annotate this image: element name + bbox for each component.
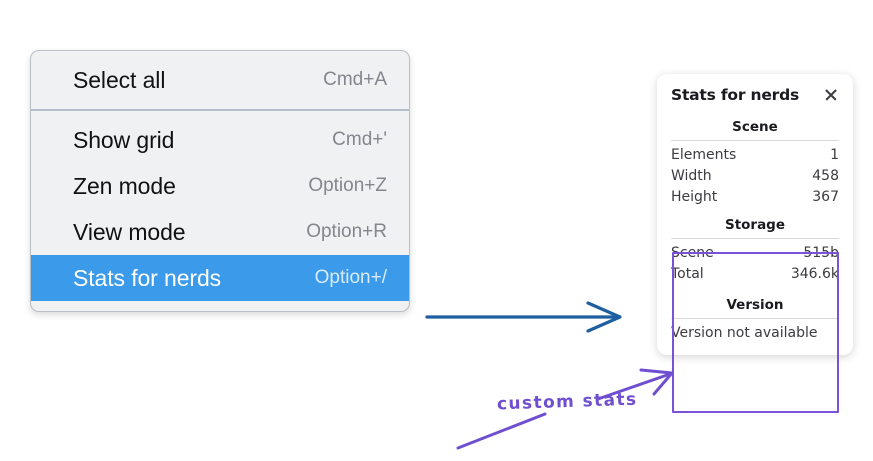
stat-label: Scene <box>671 244 714 261</box>
stat-row: Scene 515b <box>671 242 839 263</box>
menu-item-label: View mode <box>73 218 186 245</box>
menu-item-shortcut: Option+Z <box>308 175 387 196</box>
stat-label: Total <box>671 265 704 282</box>
close-icon[interactable] <box>823 87 839 103</box>
custom-stats-annotation-label: custom stats <box>496 389 638 415</box>
section-divider <box>671 238 839 239</box>
menu-item-label: Show grid <box>73 126 175 153</box>
menu-item-select-all[interactable]: Select all Cmd+A <box>31 57 409 103</box>
stat-value: 515b <box>803 244 839 261</box>
stat-row: Height 367 <box>671 186 839 207</box>
stat-row: Elements 1 <box>671 144 839 165</box>
stat-row: Width 458 <box>671 165 839 186</box>
section-scene: Scene Elements 1 Width 458 Height 367 <box>671 118 839 207</box>
menu-group-2: Show grid Cmd+' Zen mode Option+Z View m… <box>31 111 409 311</box>
stat-value: 367 <box>812 188 839 205</box>
menu-item-zen-mode[interactable]: Zen mode Option+Z <box>31 163 409 209</box>
stat-row: Total 346.6k <box>671 263 839 284</box>
menu-item-show-grid[interactable]: Show grid Cmd+' <box>31 117 409 163</box>
section-heading: Storage <box>724 217 786 233</box>
stat-label: Height <box>671 188 718 205</box>
menu-item-stats-for-nerds[interactable]: Stats for nerds Option+/ <box>31 255 409 301</box>
stat-label: Width <box>671 167 712 184</box>
menu-group-1: Select all Cmd+A <box>31 51 409 109</box>
menu-item-shortcut: Option+R <box>306 221 387 242</box>
panel-title: Stats for nerds <box>671 86 800 104</box>
stat-label: Elements <box>671 146 737 163</box>
menu-item-shortcut: Cmd+' <box>332 129 387 150</box>
arrow-right-icon <box>425 301 622 333</box>
section-storage: Storage Scene 515b Total 346.6k <box>671 216 839 284</box>
stat-value: 1 <box>830 146 839 163</box>
section-divider <box>671 140 839 141</box>
context-menu[interactable]: Select all Cmd+A Show grid Cmd+' Zen mod… <box>30 50 410 312</box>
section-version: Version Version not available <box>671 296 839 341</box>
menu-item-label: Zen mode <box>73 172 176 199</box>
menu-item-shortcut: Option+/ <box>314 267 387 288</box>
menu-separator <box>31 109 409 111</box>
menu-item-label: Select all <box>73 66 166 93</box>
version-note: Version not available <box>671 325 818 341</box>
underline-stroke <box>456 412 547 450</box>
section-divider <box>671 318 839 319</box>
stat-value: 346.6k <box>790 265 839 282</box>
stat-value: 458 <box>812 167 839 184</box>
stats-for-nerds-panel: Stats for nerds Scene Elements 1 Width 4… <box>657 74 853 355</box>
menu-item-label: Stats for nerds <box>73 264 222 291</box>
menu-item-shortcut: Cmd+A <box>323 69 387 90</box>
section-heading: Version <box>726 297 784 313</box>
panel-header: Stats for nerds <box>671 86 839 104</box>
section-heading: Scene <box>732 119 778 135</box>
menu-item-view-mode[interactable]: View mode Option+R <box>31 209 409 255</box>
